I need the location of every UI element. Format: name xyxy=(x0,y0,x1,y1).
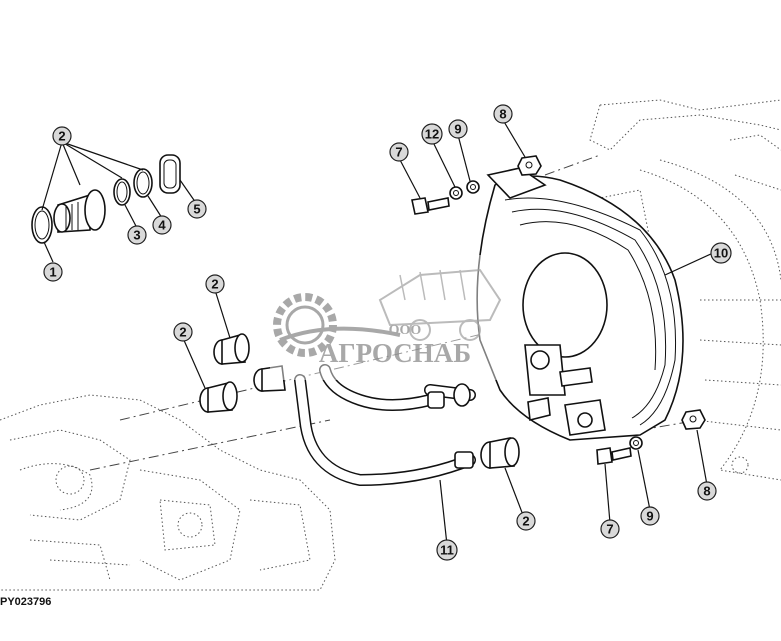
callout-4: 4 xyxy=(152,215,172,235)
watermark: ООО АГРОСНАБ xyxy=(270,255,515,380)
callout-7-upper: 7 xyxy=(389,142,409,162)
callout-label: 8 xyxy=(499,107,506,122)
bolt-7-upper xyxy=(411,197,450,215)
nut-8-lower xyxy=(681,409,706,430)
gasket-5 xyxy=(159,154,181,194)
nut-8-upper xyxy=(517,155,542,176)
callout-label: 2 xyxy=(211,277,218,292)
callout-9-upper: 9 xyxy=(448,119,468,139)
callout-label: 10 xyxy=(714,246,728,261)
callout-8-lower: 8 xyxy=(697,481,717,501)
callout-label: 1 xyxy=(49,265,56,280)
o-ring-3 xyxy=(113,178,131,206)
callout-2-upper-fitting: 2 xyxy=(205,274,225,294)
callout-7-lower: 7 xyxy=(600,519,620,539)
seal-kit-group xyxy=(31,154,181,244)
callout-label: 3 xyxy=(133,228,140,243)
callout-8-upper: 8 xyxy=(493,104,513,124)
callout-11: 11 xyxy=(436,539,458,561)
bolt-7-lower xyxy=(596,447,632,465)
fitting-center xyxy=(480,437,520,469)
fittings xyxy=(199,333,520,469)
housing-cover xyxy=(476,167,684,441)
callout-9-lower: 9 xyxy=(640,506,660,526)
callout-label: 5 xyxy=(193,202,200,217)
figure-id-label: PY023796 xyxy=(0,596,52,608)
callout-label: 7 xyxy=(395,145,402,160)
harvester-logo-icon xyxy=(378,268,502,341)
callout-label: 8 xyxy=(703,484,710,499)
callout-3: 3 xyxy=(127,225,147,245)
watermark-top-text: ООО xyxy=(389,323,422,338)
callout-5: 5 xyxy=(187,199,207,219)
callout-1: 1 xyxy=(43,262,63,282)
callout-12: 12 xyxy=(421,123,443,145)
gear-logo-icon xyxy=(273,293,401,357)
fitting-lower xyxy=(199,381,238,413)
watermark-main-text: АГРОСНАБ xyxy=(319,338,471,368)
washer-9-upper xyxy=(466,180,480,194)
gearbox-housing-left xyxy=(0,394,336,591)
callout-2-center-fitting: 2 xyxy=(516,511,536,531)
callout-label: 2 xyxy=(179,325,186,340)
callout-label: 2 xyxy=(522,514,529,529)
washer-12 xyxy=(449,186,463,200)
callout-2-seal-kit: 2 xyxy=(52,126,72,146)
washer-9-lower xyxy=(629,436,643,450)
fitting-adapter xyxy=(53,189,106,233)
fitting-upper xyxy=(213,333,250,365)
callout-label: 4 xyxy=(158,218,166,233)
hose-assembly xyxy=(294,364,476,487)
callout-label: 12 xyxy=(425,127,439,142)
callout-label: 2 xyxy=(58,129,65,144)
engine-housing-right xyxy=(589,99,781,481)
callout-label: 9 xyxy=(646,509,653,524)
fasteners xyxy=(411,155,706,465)
callout-2-lower-fitting: 2 xyxy=(173,322,193,342)
callout-label: 7 xyxy=(606,522,613,537)
leader-lines xyxy=(41,119,714,546)
callout-label: 11 xyxy=(440,543,454,558)
callout-10: 10 xyxy=(710,242,732,264)
fitting-mid xyxy=(253,365,471,407)
callout-label: 9 xyxy=(454,122,461,137)
